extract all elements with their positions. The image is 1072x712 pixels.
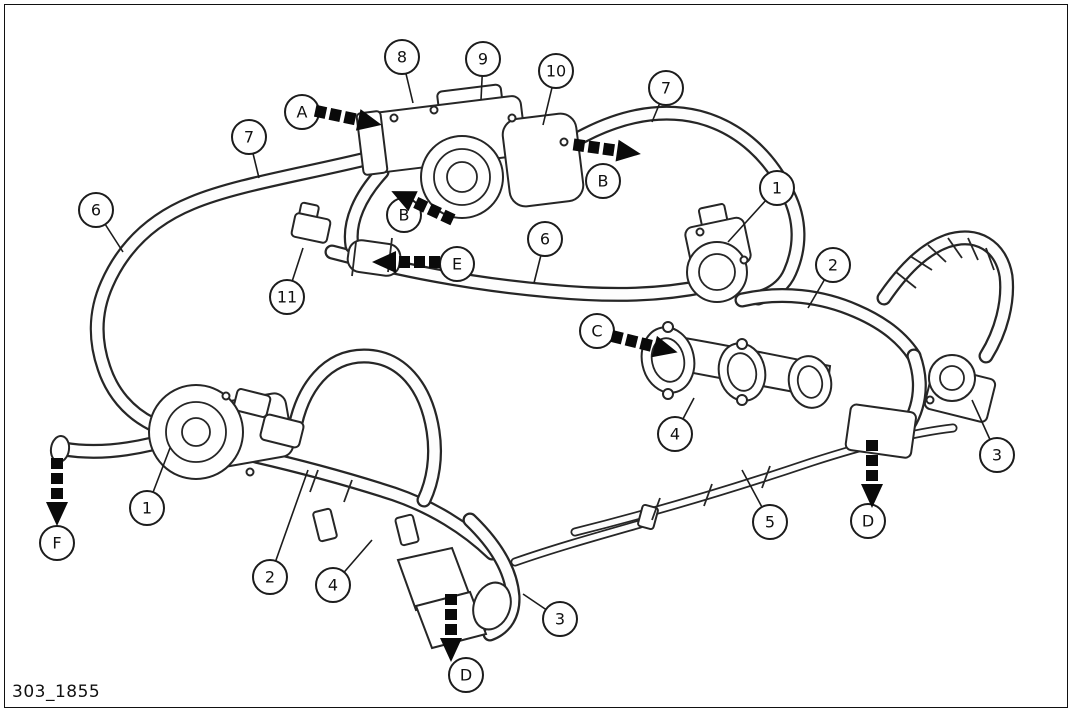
callout-9: 9: [465, 41, 501, 101]
arrow-head: [440, 638, 462, 662]
leader-line: [269, 469, 309, 578]
callout-circle: [465, 41, 501, 77]
arrow-dashes: [866, 440, 878, 481]
callout-2: 2: [807, 247, 851, 309]
components: [49, 83, 997, 650]
detail-lines: [221, 105, 995, 521]
callout-1: 1: [727, 170, 795, 243]
arrow-head: [651, 335, 678, 358]
callout-11: 11: [269, 247, 305, 315]
callout-label: D: [862, 512, 874, 531]
callout-circle: [850, 503, 886, 539]
callout-2: 2: [252, 469, 309, 595]
callout-F: F: [39, 525, 75, 561]
callout-label: 3: [992, 446, 1002, 465]
callout-circle: [815, 247, 851, 283]
arrow-head: [391, 191, 418, 212]
callout-1: 1: [129, 447, 171, 526]
callout-label: 10: [546, 62, 566, 81]
callout-circle: [252, 559, 288, 595]
callout-3: 3: [522, 593, 578, 637]
flow-arrow-D2: [440, 594, 462, 662]
arrow-dashes: [51, 458, 63, 499]
arrow-dashes: [399, 256, 440, 268]
callout-6: 6: [527, 221, 563, 284]
arrow-dashes: [610, 330, 653, 352]
callout-6: 6: [78, 192, 124, 253]
figure-id-label: 303_1855: [12, 682, 101, 702]
flow-arrow-B2: [572, 138, 641, 162]
callout-circle: [129, 490, 165, 526]
callout-circle: [448, 657, 484, 693]
callout-D: D: [448, 657, 484, 693]
callout-circle: [979, 437, 1015, 473]
callout-label: F: [52, 534, 61, 553]
callout-circle: [542, 601, 578, 637]
callout-circle: [78, 192, 114, 228]
callout-A: A: [284, 94, 320, 130]
flow-arrow-E: [372, 251, 440, 273]
callout-label: E: [452, 255, 462, 274]
callout-7: 7: [648, 70, 684, 123]
callout-C: C: [579, 313, 615, 349]
callout-label: 6: [91, 201, 101, 220]
callout-label: B: [399, 206, 410, 225]
callout-label: 2: [828, 256, 838, 275]
arrow-head: [46, 502, 68, 526]
arrow-dashes: [313, 104, 357, 126]
callout-label: 5: [765, 513, 775, 532]
callout-circle: [527, 221, 563, 257]
callout-5: 5: [741, 469, 788, 540]
callout-D: D: [850, 503, 886, 539]
callout-8: 8: [384, 39, 420, 104]
callout-label: D: [460, 666, 472, 685]
callout-7: 7: [231, 119, 267, 179]
arrow-dashes: [572, 138, 615, 157]
callout-circle: [538, 53, 574, 89]
callout-circle: [585, 163, 621, 199]
flow-arrow-F: [46, 458, 68, 526]
arrow-head: [355, 109, 382, 131]
callout-circle: [657, 416, 693, 452]
callout-circle: [315, 567, 351, 603]
callout-label: 3: [555, 610, 565, 629]
callout-10: 10: [538, 53, 574, 126]
arrow-dashes: [445, 594, 457, 635]
callout-circle: [759, 170, 795, 206]
callout-4: 4: [315, 539, 373, 603]
callout-circle: [752, 504, 788, 540]
callout-label: 7: [244, 128, 254, 147]
callout-label: A: [297, 103, 308, 122]
flow-arrow-C: [610, 330, 678, 358]
callout-label: 9: [478, 50, 488, 69]
callout-label: 2: [265, 568, 275, 587]
flow-arrow-B1: [391, 191, 456, 226]
callout-3: 3: [971, 399, 1015, 473]
arrow-head: [372, 251, 396, 273]
callout-circle: [269, 279, 305, 315]
callout-circle: [231, 119, 267, 155]
callout-circle: [384, 39, 420, 75]
callout-label: C: [591, 322, 602, 341]
callout-label: 1: [772, 179, 782, 198]
callout-label: B: [598, 172, 609, 191]
callout-label: 1: [142, 499, 152, 518]
callout-label: 6: [540, 230, 550, 249]
callout-label: 7: [661, 79, 671, 98]
callout-label: 8: [397, 48, 407, 67]
arrow-head: [615, 139, 641, 162]
arrow-dashes: [413, 197, 456, 226]
callout-E: E: [439, 246, 475, 282]
callout-B: B: [585, 163, 621, 199]
callout-label: 11: [277, 288, 297, 307]
callout-label: 4: [670, 425, 680, 444]
arrow-head: [861, 484, 883, 508]
flow-arrow-A: [313, 104, 382, 131]
callout-circle: [648, 70, 684, 106]
callout-label: 4: [328, 576, 338, 595]
flow-arrow-D1: [861, 440, 883, 508]
callout-4: 4: [657, 397, 695, 452]
